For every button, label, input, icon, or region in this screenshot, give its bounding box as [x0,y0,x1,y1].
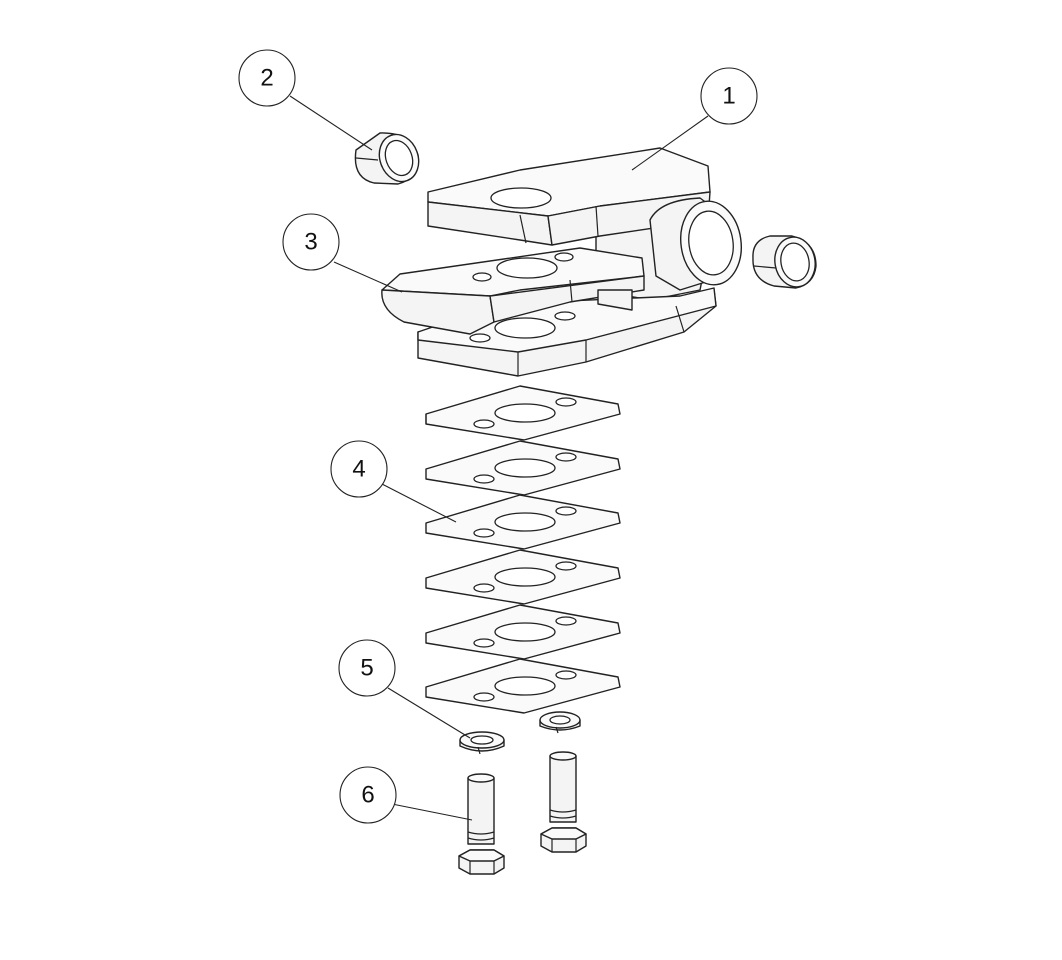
bushing-right [752,235,817,289]
callout-balloon [700,67,758,125]
shim-plate [425,440,621,496]
bushing-left [354,132,420,185]
leader-line-6 [391,803,473,821]
lock-washer-right [539,711,581,734]
callout-label: 4 [352,456,365,483]
callout-balloon [339,766,397,824]
callout-balloon [338,639,396,697]
callout-label: 5 [360,655,373,682]
callout-balloon [238,49,296,107]
leader-line-4 [381,483,457,523]
callout-label: 2 [260,65,273,92]
callout-balloon [330,440,388,498]
callout-4: 4 [330,440,388,498]
callout-3: 3 [282,213,340,271]
callout-2: 2 [238,49,296,107]
shim-plates [425,385,621,714]
callout-6: 6 [339,766,397,824]
leader-line-3 [333,261,403,293]
hex-bolt-left [458,773,505,875]
lower-hinge-block [381,247,717,377]
callout-label: 6 [361,782,374,809]
callout-balloon [282,213,340,271]
callout-5: 5 [338,639,396,697]
shim-plate [425,658,621,714]
leader-line-1 [631,115,709,171]
hex-bolt-right [540,751,587,853]
leader-line-2 [289,95,373,151]
shim-plate [425,494,621,550]
leader-lines [289,95,709,821]
shim-plate [425,385,621,441]
shim-plate [425,549,621,605]
lock-washer-left [459,731,505,755]
callout-1: 1 [700,67,758,125]
callout-label: 1 [722,83,735,110]
leader-line-5 [387,687,471,739]
callout-label: 3 [304,229,317,256]
shim-plate [425,604,621,660]
